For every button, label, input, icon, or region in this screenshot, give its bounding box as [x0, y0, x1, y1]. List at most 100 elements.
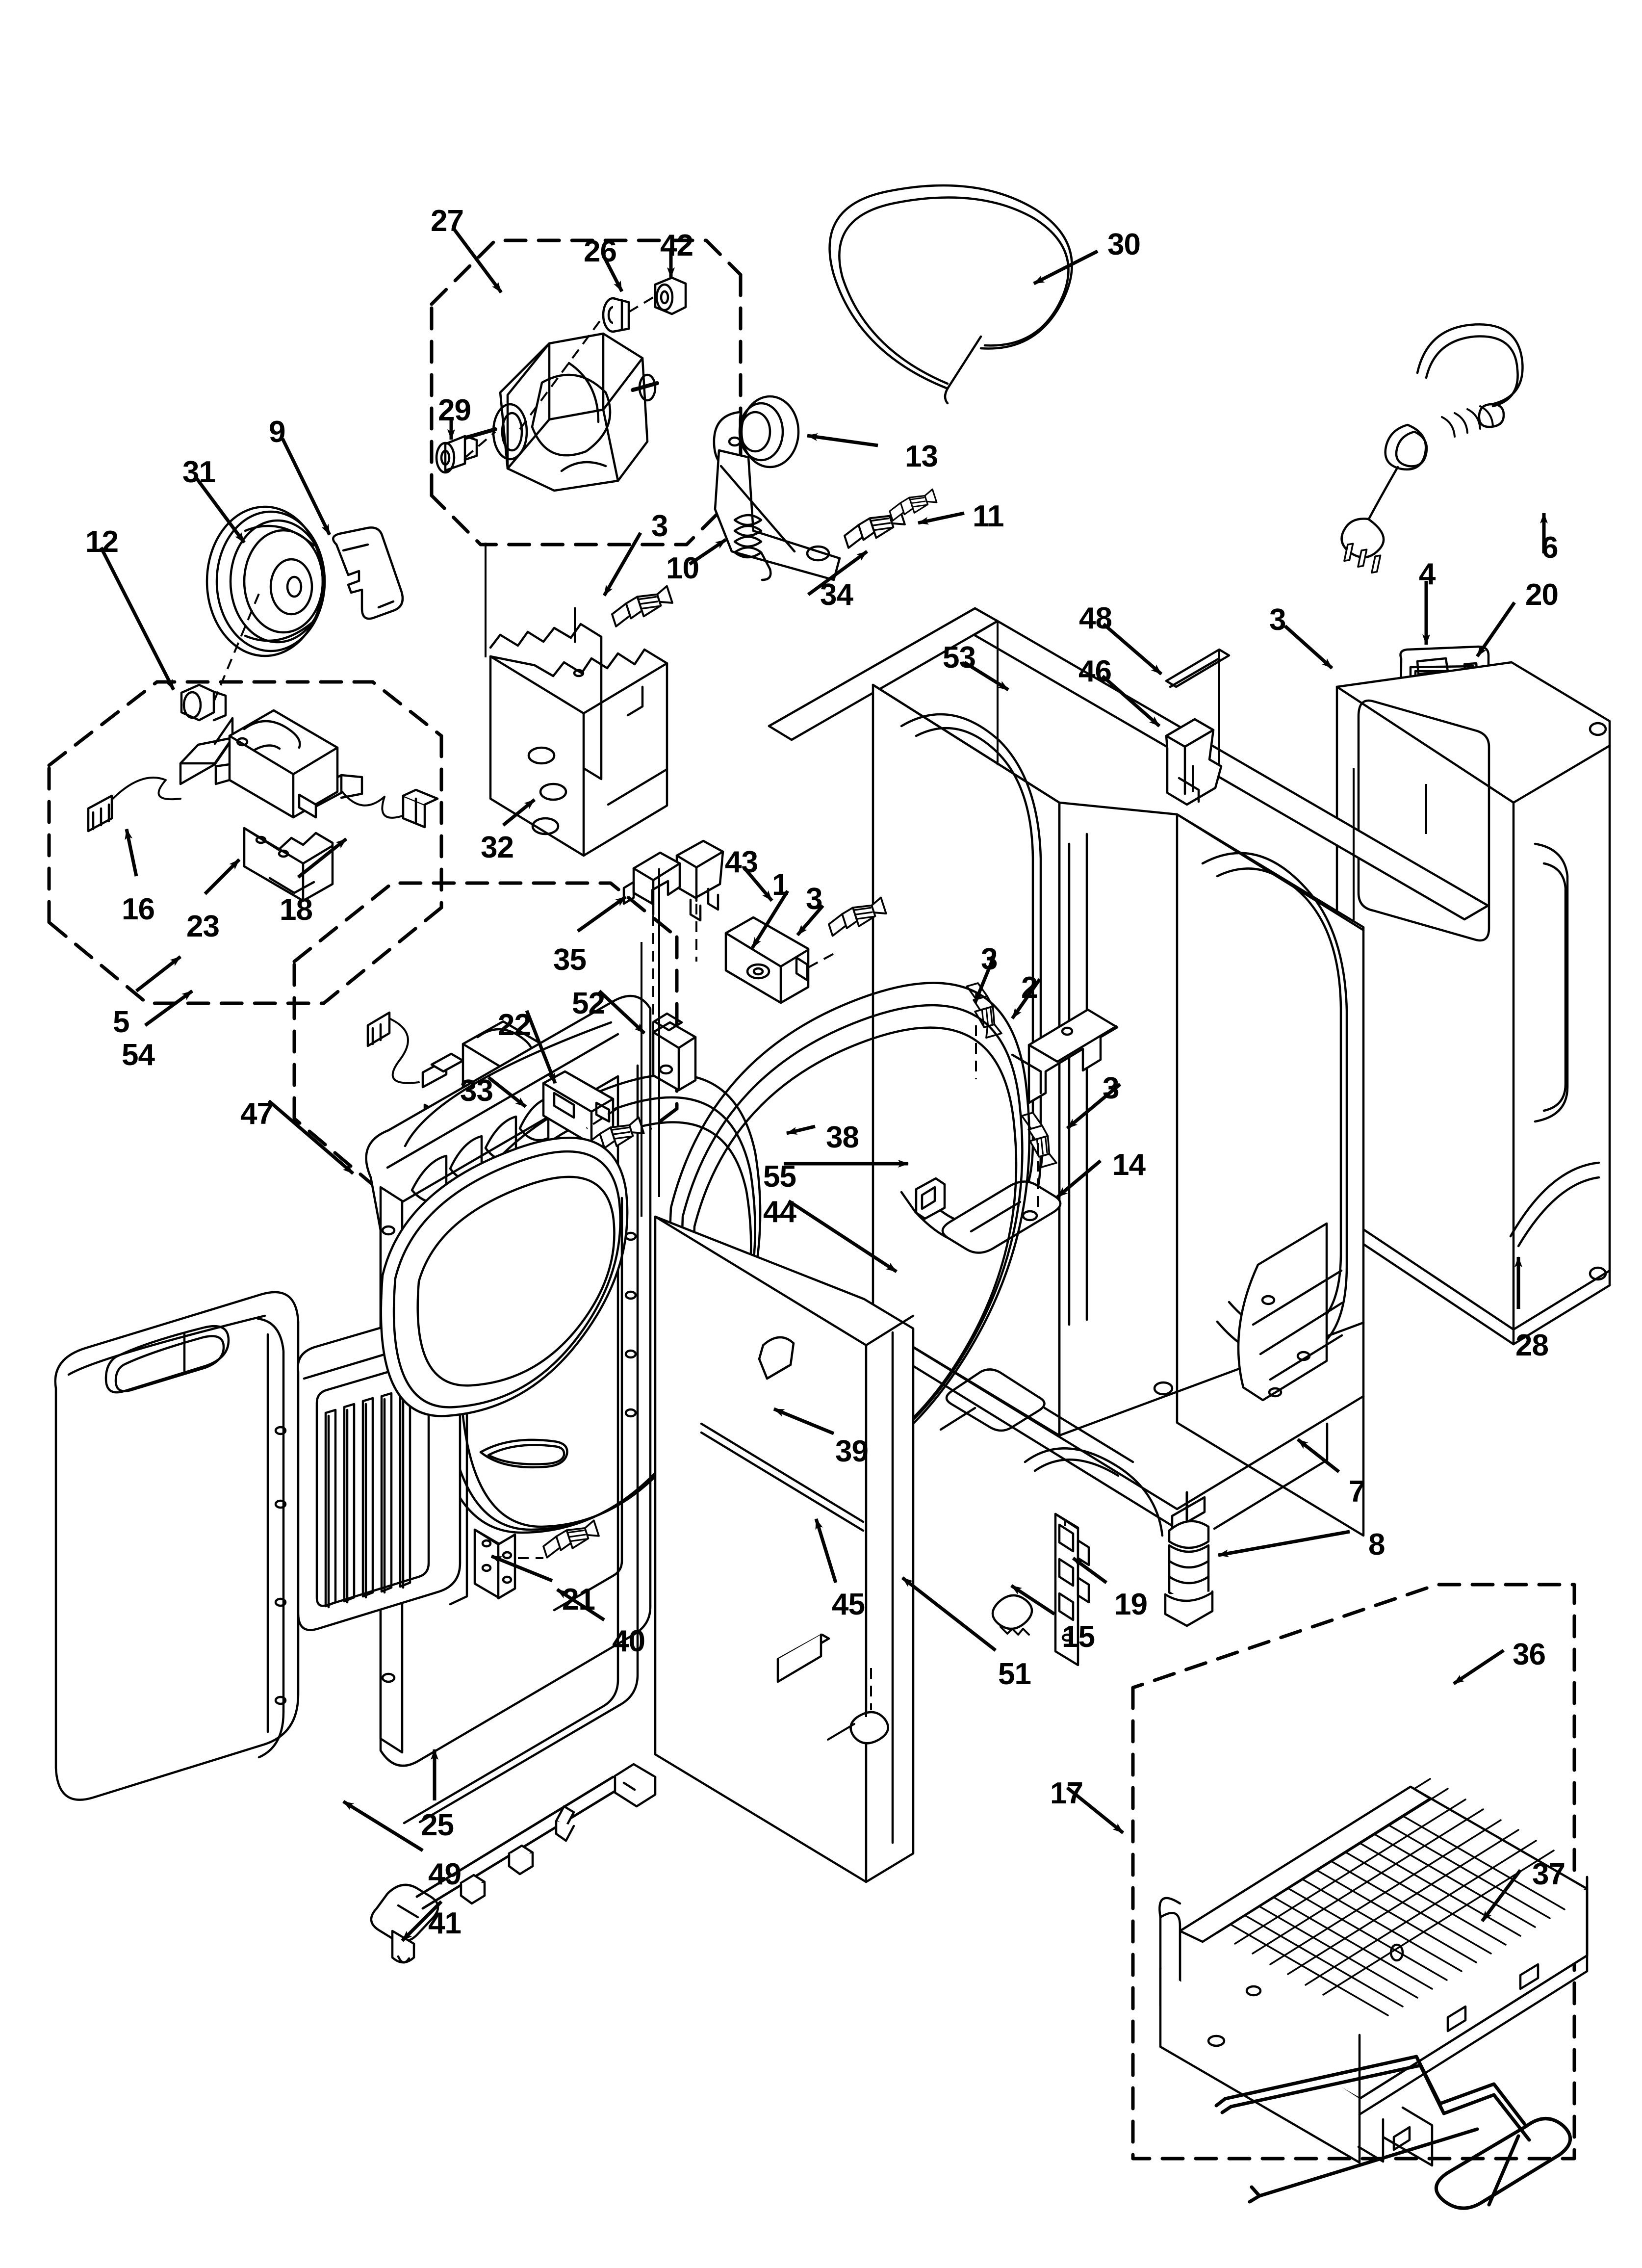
callout-number-13: 13	[905, 440, 938, 473]
callout-number-2: 2	[1021, 971, 1038, 1005]
callout-number-17: 17	[1050, 1776, 1083, 1810]
callout-number-8: 8	[1368, 1528, 1385, 1562]
drum-glide-pad	[991, 1594, 1033, 1636]
callout-number-47: 47	[240, 1097, 274, 1131]
blower-wheel-clip	[332, 526, 404, 620]
callout-number-19: 19	[1114, 1588, 1148, 1621]
callout-number-44: 44	[763, 1195, 796, 1229]
callout-number-33: 33	[460, 1074, 493, 1108]
power-cord	[1340, 323, 1524, 574]
callout-number-12: 12	[85, 525, 119, 559]
callout-number-3: 3	[651, 509, 668, 543]
callout-number-35: 35	[553, 943, 587, 977]
drum-support-bracket	[1011, 1008, 1119, 1104]
hex-head-screw	[609, 586, 674, 626]
callout-number-11: 11	[973, 499, 1004, 533]
cabinet-shell	[768, 607, 1489, 1537]
switch-kit-boundary	[47, 680, 443, 1005]
callout-number-21: 21	[562, 1583, 595, 1616]
callout-number-9: 9	[269, 415, 285, 449]
alignment-lines	[213, 296, 1188, 1710]
callout-number-1: 1	[772, 868, 789, 902]
callout-number-37: 37	[1532, 1857, 1565, 1891]
callout-number-3e: 3	[1103, 1071, 1119, 1105]
idler-screw	[886, 488, 939, 522]
idler-pulley-assembly	[713, 395, 841, 581]
cord-strain-relief-clip	[1165, 718, 1223, 806]
callout-number-52: 52	[572, 987, 605, 1020]
thin-connector-lines	[485, 543, 1427, 1766]
callout-number-53: 53	[943, 641, 976, 675]
callout-number-49: 49	[428, 1857, 462, 1891]
callout-number-3c: 3	[806, 882, 822, 916]
callout-number-25: 25	[421, 1808, 454, 1842]
callout-number-7: 7	[1349, 1475, 1365, 1509]
callout-number-16: 16	[122, 892, 155, 926]
callout-number-43: 43	[725, 845, 758, 879]
door-strike	[542, 1070, 615, 1146]
callout-number-40: 40	[612, 1624, 645, 1658]
callout-number-36: 36	[1513, 1638, 1546, 1671]
cabinet-top-seal-strip	[1165, 648, 1231, 688]
callout-number-26: 26	[584, 235, 617, 268]
blower-wheel	[205, 505, 326, 657]
callout-number-51: 51	[998, 1657, 1031, 1691]
motor-rear-bushing	[435, 435, 478, 474]
door-catch-plate	[724, 916, 810, 1004]
door-switch-body	[228, 709, 339, 819]
callout-number-41: 41	[428, 1906, 462, 1940]
drive-motor	[459, 332, 659, 492]
callout-number-27: 27	[431, 204, 464, 238]
callout-number-28: 28	[1515, 1329, 1549, 1362]
idler-spring	[733, 514, 772, 581]
callout-number-5: 5	[113, 1005, 129, 1039]
callout-number-54: 54	[122, 1038, 155, 1072]
callout-number-23: 23	[186, 910, 220, 943]
door-switch-bracket	[243, 827, 334, 902]
blower-wheel-nut	[180, 683, 227, 722]
wire-harness-retainer	[1054, 1512, 1090, 1667]
callout-number-39: 39	[835, 1434, 869, 1468]
callout-number-46: 46	[1078, 654, 1112, 688]
motor-shaft-bushing	[602, 297, 630, 333]
callout-number-45: 45	[832, 1588, 865, 1621]
callout-number-3d: 3	[981, 942, 998, 976]
door-switch-wire-assembly	[370, 1763, 657, 1964]
callout-number-6: 6	[1541, 531, 1558, 565]
callout-number-4: 4	[1419, 557, 1436, 591]
lint-screen-boundary	[1131, 1583, 1576, 2161]
callout-number-20: 20	[1525, 578, 1559, 612]
door-outer-panel	[54, 1291, 300, 1801]
callout-number-22: 22	[498, 1008, 531, 1042]
callout-number-3b: 3	[1269, 603, 1286, 637]
door-hinge-bushing	[622, 851, 681, 916]
callout-number-48: 48	[1079, 601, 1112, 635]
rear-panel	[1335, 661, 1611, 1346]
callout-number-32: 32	[481, 831, 514, 864]
callout-number-42: 42	[660, 229, 693, 262]
callout-number-34: 34	[820, 578, 853, 612]
lint-screen-wire-handle	[1214, 2055, 1572, 2210]
callout-number-38: 38	[826, 1121, 859, 1154]
door-hinge	[473, 1528, 516, 1600]
callout-number-10: 10	[666, 551, 699, 585]
door-strike-bushing	[675, 839, 724, 922]
leader-lines	[99, 227, 1548, 1942]
motor-shaft-nut	[654, 276, 687, 315]
front-bulkhead	[654, 982, 1030, 1883]
callout-number-29: 29	[438, 393, 471, 427]
callout-number-14: 14	[1112, 1148, 1146, 1182]
callout-number-30: 30	[1107, 228, 1141, 261]
callout-number-18: 18	[280, 893, 313, 927]
lower-hinge-plate	[652, 1012, 697, 1092]
callout-number-31: 31	[182, 455, 216, 489]
lint-screen	[1158, 1778, 1589, 2167]
door-switch-harness	[87, 717, 238, 833]
leveling-leg	[1164, 1491, 1214, 1627]
door-inner-panel	[380, 1136, 637, 1612]
drive-belt	[828, 184, 1073, 405]
callout-number-15: 15	[1062, 1620, 1095, 1654]
motor-mounting-bracket	[489, 623, 668, 857]
